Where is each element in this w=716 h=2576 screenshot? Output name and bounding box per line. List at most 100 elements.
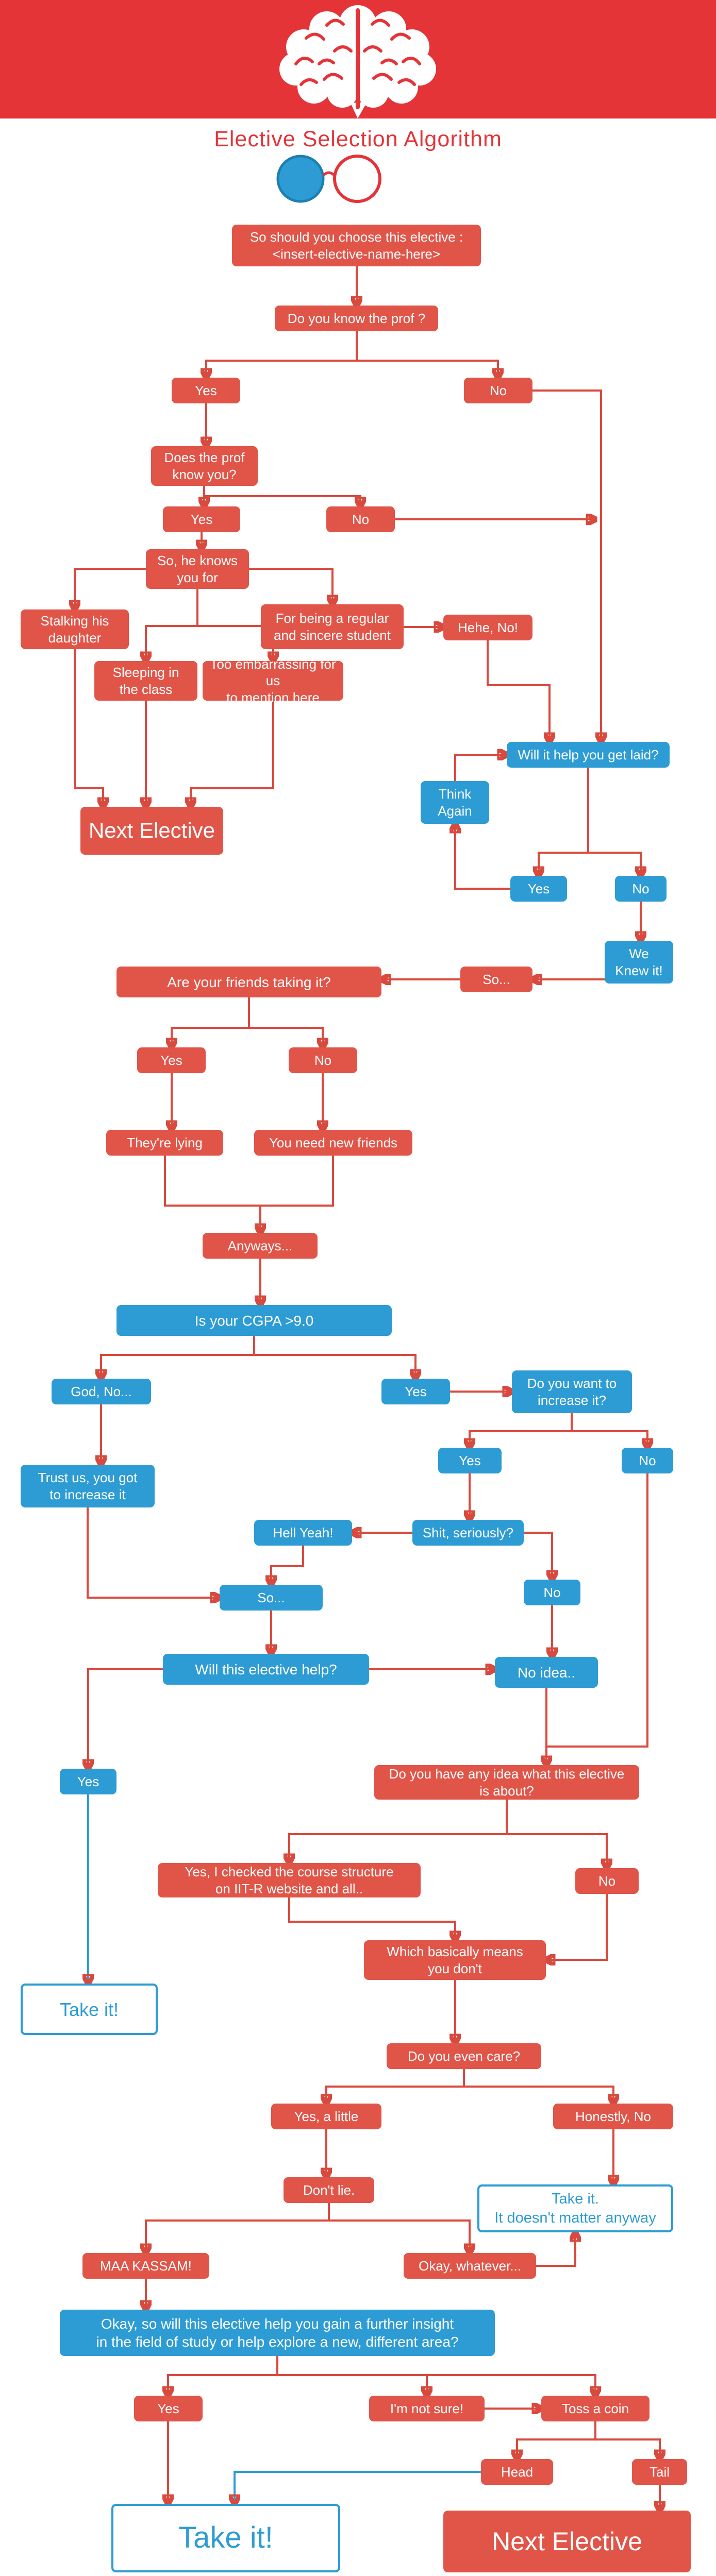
page-title: Elective Selection Algorithm xyxy=(214,127,502,151)
node-god-no: God, No... xyxy=(52,1379,151,1404)
node-laid-yes: Yes xyxy=(510,876,567,902)
flow-line xyxy=(524,1532,552,1580)
node-friends-no: No xyxy=(289,1047,357,1073)
node-any-idea-no: No xyxy=(575,1868,639,1894)
node-so-2: So... xyxy=(220,1585,323,1611)
flow-line xyxy=(249,568,332,604)
flow-line xyxy=(470,1413,573,1448)
node-toss-coin: Toss a coin xyxy=(541,2396,650,2421)
node-we-knew-it: We Knew it! xyxy=(605,941,673,984)
flow-line xyxy=(546,1894,608,1960)
node-final-yes: Yes xyxy=(134,2396,203,2421)
node-increase-no: No xyxy=(622,1448,673,1473)
node-knows-you-for: So, he knows you for xyxy=(146,549,249,589)
brain-icon xyxy=(279,5,436,118)
node-take-it-1: Take it! xyxy=(21,1984,158,2035)
flow-line xyxy=(539,768,589,876)
flow-line xyxy=(172,997,250,1047)
flow-line xyxy=(204,495,360,506)
flow-line xyxy=(191,701,274,807)
flow-line xyxy=(329,2219,470,2253)
flow-line xyxy=(74,649,103,807)
node-prof-know-you-yes: Yes xyxy=(163,506,240,532)
node-friends-yes: Yes xyxy=(137,1047,206,1073)
header-banner xyxy=(0,0,716,118)
flow-line xyxy=(487,640,550,742)
node-so-1: So... xyxy=(460,967,532,992)
flow-line xyxy=(271,1546,304,1585)
node-care-yes: Yes, a little xyxy=(271,2104,381,2129)
node-even-care: Do you even care? xyxy=(387,2043,541,2069)
node-final-question: Okay, so will this elective help you gai… xyxy=(60,2310,495,2356)
node-maa-kassam: MAA KASSAM! xyxy=(82,2253,209,2279)
flow-line xyxy=(260,1156,334,1207)
node-any-idea: Do you have any idea what this elective … xyxy=(374,1765,639,1800)
node-sleeping: Sleeping in the class xyxy=(94,661,197,701)
node-checked-course: Yes, I checked the course structure on I… xyxy=(158,1863,421,1897)
node-take-it-final: Take it! xyxy=(111,2504,340,2572)
flow-line xyxy=(75,568,146,609)
flow-line xyxy=(206,331,358,378)
node-get-laid: Will it help you get laid? xyxy=(507,742,670,768)
flow-line xyxy=(164,1156,260,1207)
node-cgpa-yes: Yes xyxy=(381,1379,450,1404)
node-tail: Tail xyxy=(632,2459,687,2485)
node-next-elective-1: Next Elective xyxy=(80,807,223,855)
node-theyre-lying: They're lying xyxy=(106,1130,223,1156)
node-know-prof: Do you know the prof ? xyxy=(275,306,438,331)
node-new-friends: You need new friends xyxy=(254,1130,412,1156)
node-okay-whatever: Okay, whatever... xyxy=(404,2253,536,2279)
flow-line xyxy=(454,755,507,781)
node-prof-know-you-no: No xyxy=(326,506,395,532)
node-anyways: Anyways... xyxy=(203,1233,318,1259)
flow-line xyxy=(588,852,641,876)
node-shit-no: No xyxy=(524,1580,580,1605)
flow-line xyxy=(464,2086,613,2104)
flow-line xyxy=(546,1473,648,1748)
flow-line xyxy=(101,1336,255,1379)
node-care-no: Honestly, No xyxy=(553,2104,673,2129)
node-laid-no: No xyxy=(615,876,667,902)
node-know-prof-yes: Yes xyxy=(172,378,240,403)
flow-line xyxy=(455,824,510,890)
node-hehe-no: Hehe, No! xyxy=(443,615,532,640)
glasses-icon xyxy=(276,155,381,203)
flow-line xyxy=(288,1897,455,1940)
flow-line xyxy=(572,1430,647,1448)
node-increase-yes: Yes xyxy=(438,1448,502,1473)
flow-line xyxy=(88,1668,163,1769)
flow-line xyxy=(536,2232,575,2267)
flow-line xyxy=(235,2471,481,2504)
flow-line xyxy=(517,2421,596,2459)
node-know-prof-no: No xyxy=(464,378,532,403)
node-head: Head xyxy=(481,2459,553,2485)
node-will-help-yes: Yes xyxy=(60,1769,116,1794)
flow-line xyxy=(289,1800,508,1863)
flow-line xyxy=(326,2069,465,2104)
node-hell-yeah: Hell Yeah! xyxy=(254,1520,352,1546)
flow-line xyxy=(87,1507,220,1598)
flow-line xyxy=(357,360,498,378)
node-start-question: So should you choose this elective : <in… xyxy=(232,225,481,266)
flow-line xyxy=(277,2374,595,2396)
flow-line xyxy=(254,1354,415,1379)
node-not-sure: I'm not sure! xyxy=(369,2396,485,2421)
node-which-means: Which basically means you don't xyxy=(364,1940,546,1980)
flow-line xyxy=(146,2203,330,2253)
flow-line xyxy=(146,589,198,661)
node-cgpa: Is your CGPA >9.0 xyxy=(116,1305,392,1336)
node-increase: Do you want to increase it? xyxy=(512,1370,632,1413)
flow-line xyxy=(168,2356,278,2396)
node-shit-seriously: Shit, seriously? xyxy=(412,1520,524,1546)
node-no-idea: No idea.. xyxy=(495,1657,598,1688)
flow-line xyxy=(507,1833,607,1868)
node-dont-lie: Don't lie. xyxy=(284,2177,374,2203)
node-next-elective-final: Next Elective xyxy=(443,2511,691,2572)
flow-line xyxy=(249,1027,323,1047)
node-think-again: Think Again xyxy=(421,781,489,824)
flow-line xyxy=(595,2438,660,2459)
node-take-it-matter: Take it. It doesn't matter anyway xyxy=(477,2184,673,2232)
node-will-help: Will this elective help? xyxy=(163,1654,369,1685)
node-embarrassing: Too embarrassing for us to mention here xyxy=(203,656,343,705)
